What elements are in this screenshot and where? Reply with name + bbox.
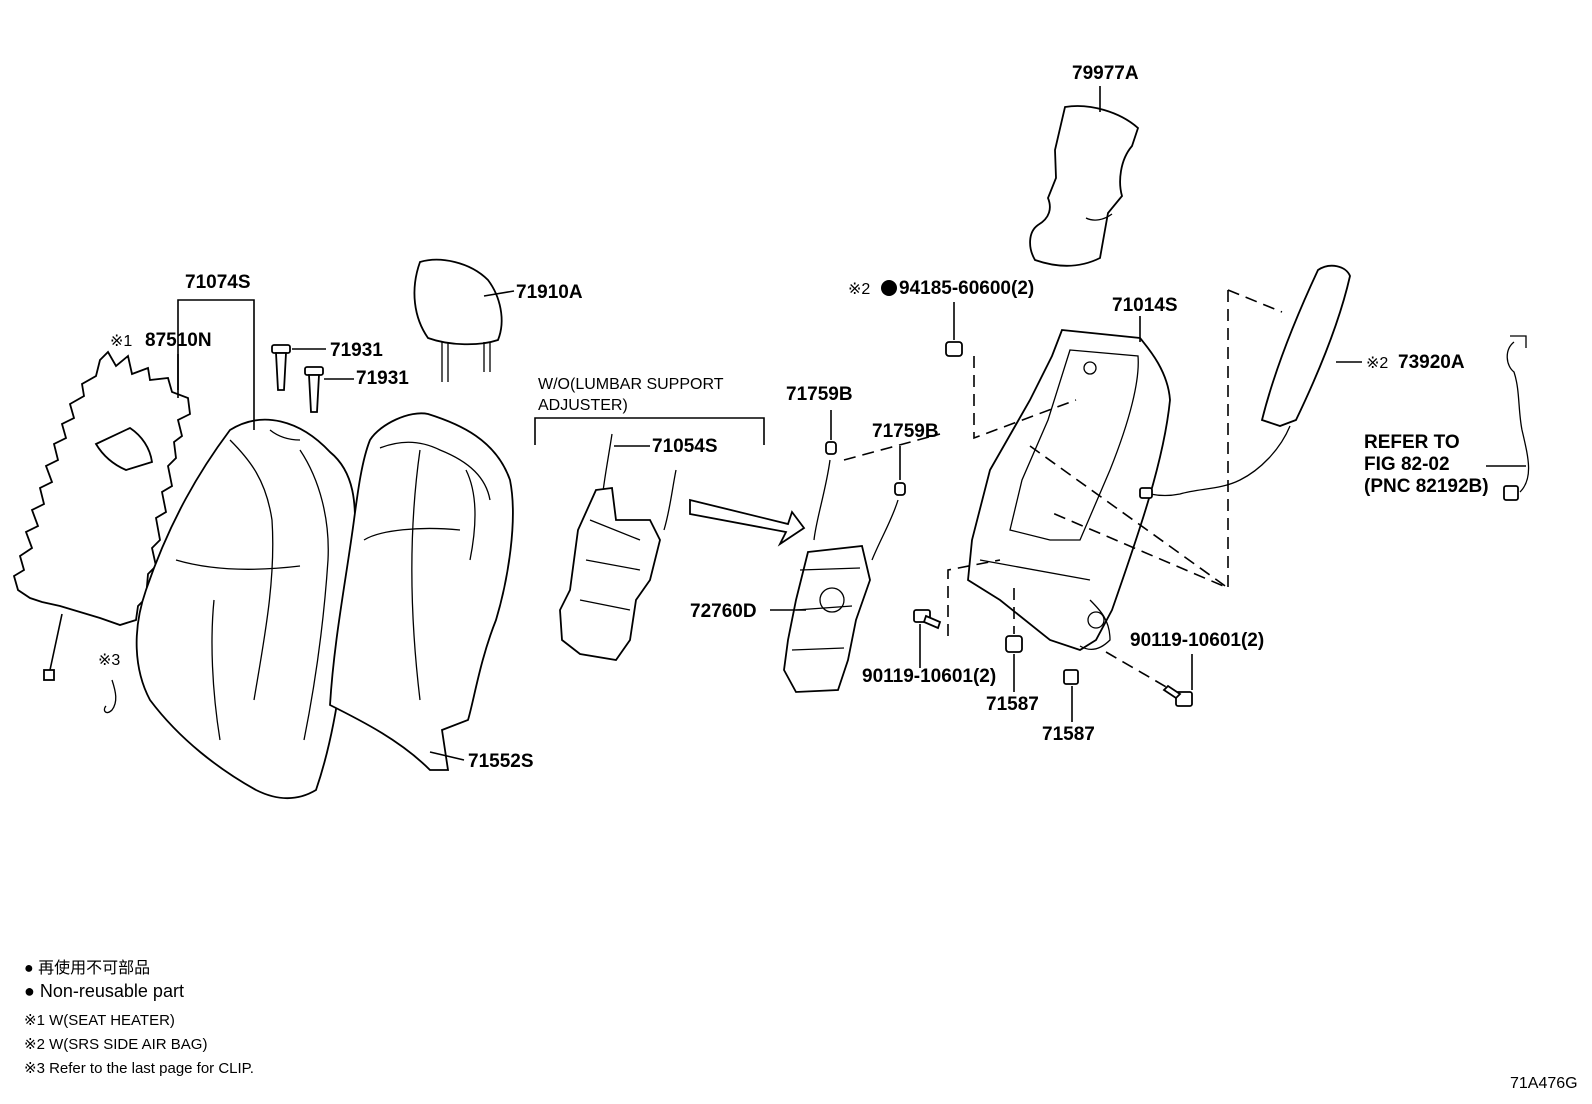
label-71759B-a: 71759B xyxy=(786,384,853,405)
label-71552S: 71552S xyxy=(468,751,534,772)
figure-code: 71A476G xyxy=(1510,1075,1578,1092)
lumbar-label-1: W/O(LUMBAR SUPPORT xyxy=(538,376,724,393)
label-94185-mark: ※2 xyxy=(848,281,870,298)
dash-clip-frame xyxy=(843,433,941,461)
dash-airbag-top xyxy=(1227,289,1283,313)
bolt-90119-a xyxy=(913,609,942,630)
non-reusable-dot xyxy=(881,280,897,296)
label-71014S: 71014S xyxy=(1112,295,1178,316)
dash-airbag-left xyxy=(1049,290,1229,590)
nut-71587-b xyxy=(1063,669,1079,685)
label-90119-a: 90119-10601(2) xyxy=(862,666,996,687)
label-94185: 94185-60600(2) xyxy=(899,278,1034,299)
label-71054S: 71054S xyxy=(652,436,718,457)
dash-bolt-b xyxy=(1105,651,1169,689)
label-73920A: 73920A xyxy=(1398,352,1465,373)
label-71587-a: 71587 xyxy=(986,694,1039,715)
seatback-frame-71014S xyxy=(967,329,1171,651)
refer-text-1: REFER TO xyxy=(1364,432,1460,453)
nut-71587-a xyxy=(1005,635,1023,653)
label-87510N-mark: ※1 xyxy=(110,333,132,350)
legend-line-1: ● 再使用不可部品 xyxy=(24,959,150,977)
label-71931-b: 71931 xyxy=(356,368,409,389)
label-71074S: 71074S xyxy=(185,272,251,293)
headrest-guide-71931-a xyxy=(271,344,291,391)
dash-bolt-a xyxy=(947,559,1001,636)
label-79977A: 79977A xyxy=(1072,63,1139,84)
lumbar-adjuster-72760D xyxy=(783,459,899,693)
legend-line-3: ※1 W(SEAT HEATER) xyxy=(24,1012,175,1029)
label-71759B-b: 71759B xyxy=(872,421,939,442)
legend-line-2: ● Non-reusable part xyxy=(24,981,184,1001)
headrest-71910A xyxy=(413,258,503,382)
lumbar-support-71054S xyxy=(559,433,677,661)
legend-line-4: ※2 W(SRS SIDE AIR BAG) xyxy=(24,1036,207,1053)
heater-mat-87510N xyxy=(12,350,191,681)
dash-nut-frame xyxy=(973,356,1077,440)
side-airbag-73920A xyxy=(1139,264,1351,499)
bolt-90119-b xyxy=(1162,684,1193,707)
clip-71759B-a xyxy=(825,441,837,455)
direction-arrow xyxy=(689,498,806,547)
wire-harness xyxy=(1503,335,1530,501)
clip xyxy=(103,679,117,714)
label-71910A: 71910A xyxy=(516,282,583,303)
label-73920A-mark: ※2 xyxy=(1366,355,1388,372)
clip-71759B-b xyxy=(894,482,906,496)
headrest-guide-71931-b xyxy=(304,366,324,413)
seatback-pad-71552S xyxy=(329,412,514,771)
seatback-cover-71074S xyxy=(135,418,356,800)
pad-79977A xyxy=(1029,105,1140,267)
leader-71552S xyxy=(429,751,465,761)
legend-line-5: ※3 Refer to the last page for CLIP. xyxy=(24,1060,254,1077)
leader-71910A xyxy=(483,290,515,297)
label-71587-b: 71587 xyxy=(1042,724,1095,745)
lumbar-label-2: ADJUSTER) xyxy=(538,397,628,414)
label-clip-mark: ※3 xyxy=(98,652,120,669)
refer-text-3: (PNC 82192B) xyxy=(1364,476,1489,497)
lumbar-bracket xyxy=(534,417,765,445)
label-72760D: 72760D xyxy=(690,601,757,622)
refer-text-2: FIG 82-02 xyxy=(1364,454,1450,475)
nut-94185 xyxy=(945,341,963,357)
label-71931-a: 71931 xyxy=(330,340,383,361)
leader-71074S xyxy=(177,299,255,430)
label-90119-b: 90119-10601(2) xyxy=(1130,630,1264,651)
dash-airbag-bottom xyxy=(1029,445,1229,589)
